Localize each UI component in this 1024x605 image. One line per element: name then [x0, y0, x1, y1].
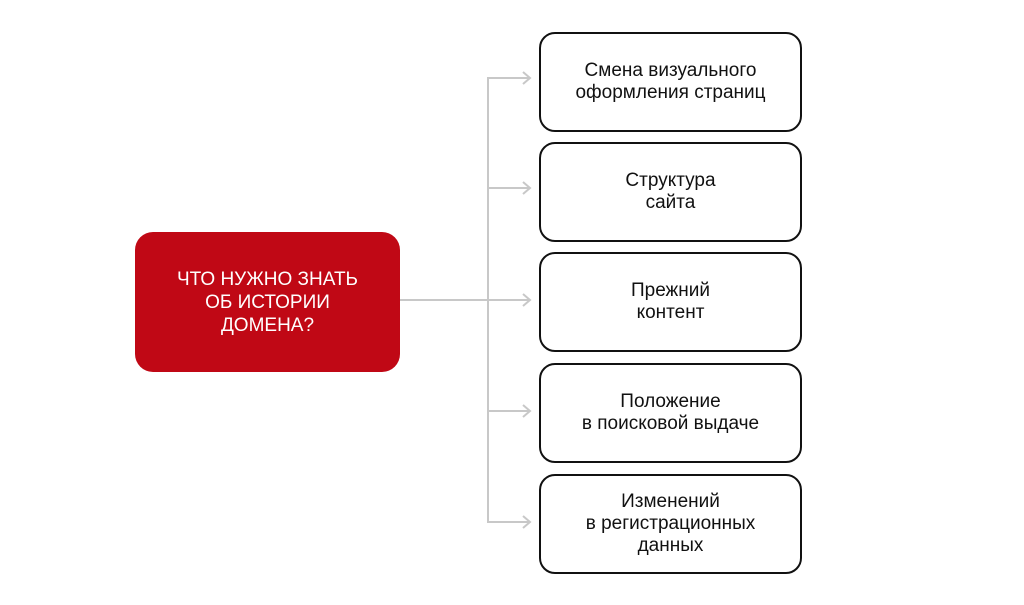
item-visual-redesign: Смена визуального оформления страниц	[539, 32, 802, 132]
arrowhead-icon	[522, 404, 532, 418]
item-search-position: Положение в поисковой выдаче	[539, 363, 802, 463]
item-site-structure: Структура сайта	[539, 142, 802, 242]
item-previous-content: Прежний контент	[539, 252, 802, 352]
arrowhead-icon	[522, 515, 532, 529]
arrowhead-icon	[522, 181, 532, 195]
arrowhead-icon	[522, 71, 532, 85]
arrowhead-icon	[522, 293, 532, 307]
root-node: ЧТО НУЖНО ЗНАТЬ ОБ ИСТОРИИ ДОМЕНА?	[135, 232, 400, 372]
item-registration-changes: Изменений в регистрационных данных	[539, 474, 802, 574]
